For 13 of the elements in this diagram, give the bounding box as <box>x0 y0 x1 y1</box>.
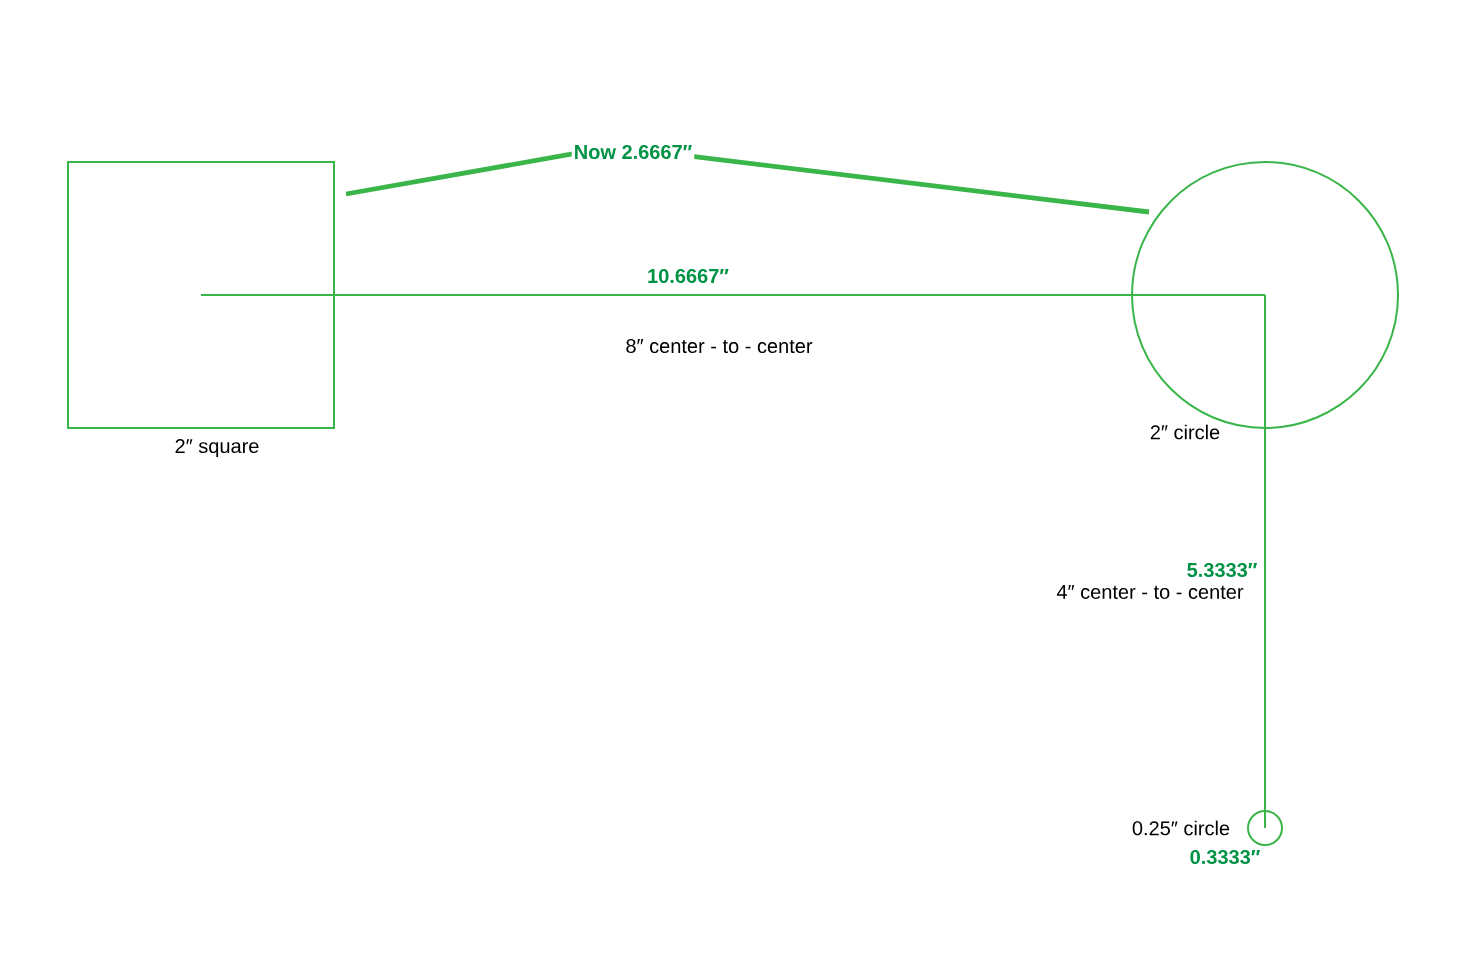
shape-caption: 0.3333″ <box>1190 849 1260 865</box>
circle-shape <box>1247 810 1283 846</box>
connector-line <box>1264 294 1266 829</box>
shape-caption: 0.25″ circle <box>1132 820 1230 836</box>
square-shape <box>67 161 335 429</box>
edge-label: 10.6667″ <box>645 266 731 286</box>
connector-line <box>200 294 1266 296</box>
edge-label: Now 2.6667″ <box>571 142 695 162</box>
edge-label: 5.3333″ <box>1184 560 1260 580</box>
dimension-label: 4″ center - to - center <box>1056 585 1244 599</box>
shape-caption: 2″ circle <box>1150 424 1220 440</box>
dimension-label: 8″ center - to - center <box>626 338 813 354</box>
shape-caption: 2″ square <box>175 438 259 458</box>
